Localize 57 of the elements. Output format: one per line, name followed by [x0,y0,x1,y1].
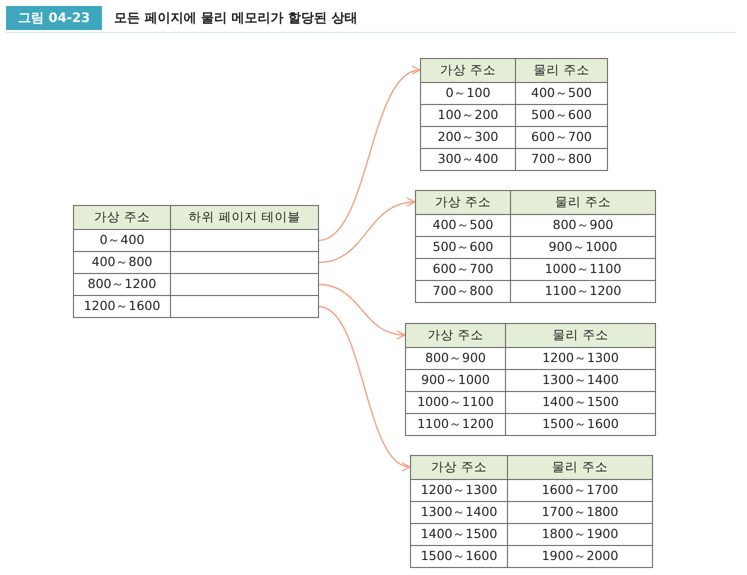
figure-number-badge: 그림 04-23 [6,6,102,30]
column-header: 물리 주소 [508,456,652,480]
address-range: 600～700 [516,126,608,148]
arrow [318,306,411,470]
arrow [318,198,416,264]
column-header: 가상 주소 [410,456,508,480]
column-header: 물리 주소 [506,324,656,348]
address-range: 1400～1500 [410,524,508,546]
address-range: 700～800 [516,148,608,170]
address-range: 800～900 [510,214,656,236]
address-range: 600～700 [416,258,510,280]
address-range: 900～1000 [510,236,656,258]
address-table [420,58,608,171]
address-range: 500～600 [516,104,608,126]
address-range: 0～400 [74,230,170,252]
address-range: 0～100 [420,82,516,104]
address-range: 1600～1700 [508,480,652,502]
address-range: 100～200 [420,104,516,126]
address-range: 200～300 [420,126,516,148]
address-table [415,190,656,303]
address-range: 1100～1200 [510,280,656,302]
column-header: 물리 주소 [516,58,608,82]
address-range: 1300～1400 [410,502,508,524]
address-table [73,205,319,318]
column-header: 가상 주소 [420,58,516,82]
address-range: 1300～1400 [506,370,656,392]
column-header: 물리 주소 [510,190,656,214]
address-range: 1400～1500 [506,392,656,414]
figure-title: 모든 페이지에 물리 메모리가 할당된 상태 [114,10,358,27]
address-range: 1100～1200 [406,414,506,436]
address-table [410,455,653,568]
address-range: 800～1200 [74,274,170,296]
address-range: 1200～1600 [74,296,170,318]
arrow [318,284,406,339]
address-range: 1200～1300 [506,348,656,370]
address-range: 1000～1100 [510,258,656,280]
column-header: 가상 주소 [74,206,170,230]
address-range: 400～800 [74,252,170,274]
address-range: 800～900 [406,348,506,370]
address-range: 700～800 [416,280,510,302]
address-range: 1200～1300 [410,480,508,502]
column-header: 가상 주소 [416,190,510,214]
address-range: 1500～1600 [410,546,508,568]
address-range: 1900～2000 [508,546,652,568]
address-range: 300～400 [420,148,516,170]
address-range: 900～1000 [406,370,506,392]
address-range: 500～600 [416,236,510,258]
column-header: 가상 주소 [406,324,506,348]
address-table [405,323,656,436]
address-range: 400～500 [516,82,608,104]
column-header: 하위 페이지 테이블 [170,206,318,230]
address-range: 400～500 [416,214,510,236]
arrow [318,68,421,242]
address-range: 1700～1800 [508,502,652,524]
address-range: 1000～1100 [406,392,506,414]
address-range: 1800～1900 [508,524,652,546]
address-range: 1500～1600 [506,414,656,436]
